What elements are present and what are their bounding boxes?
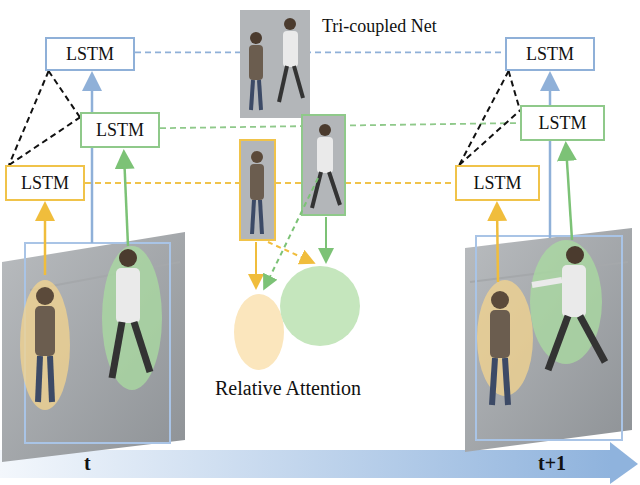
node-text: LSTM <box>526 44 574 65</box>
person-crop-green <box>302 115 345 215</box>
time-label: t <box>84 452 91 475</box>
lstm-box: LSTM <box>505 37 595 71</box>
attention-circles <box>234 178 360 370</box>
node-text: LSTM <box>473 173 521 194</box>
time-label: t+1 <box>538 452 566 475</box>
lstm-box: LSTM <box>5 165 85 201</box>
dashed-connector <box>135 51 505 53</box>
node-text: LSTM <box>66 44 114 65</box>
figure-label: Relative Attention <box>215 377 361 400</box>
node-text: LSTM <box>96 120 144 141</box>
figure-label: Tri-coupled Net <box>322 16 437 37</box>
dashed-connector <box>459 71 508 165</box>
pair-crop <box>240 10 310 118</box>
node-text: LSTM <box>21 173 69 194</box>
dashed-connector <box>49 71 80 117</box>
frame-t1 <box>465 76 632 452</box>
node-text: LSTM <box>538 113 586 134</box>
lstm-box: LSTM <box>45 37 135 71</box>
lstm-box: LSTM <box>455 165 540 201</box>
lstm-box: LSTM <box>80 112 160 148</box>
dashed-connector <box>509 71 520 110</box>
dashed-connector <box>9 117 80 165</box>
frame-t <box>2 76 185 462</box>
lstm-box: LSTM <box>520 105 605 141</box>
person-crop-yellow <box>240 140 275 240</box>
dashed-connector <box>459 110 520 165</box>
